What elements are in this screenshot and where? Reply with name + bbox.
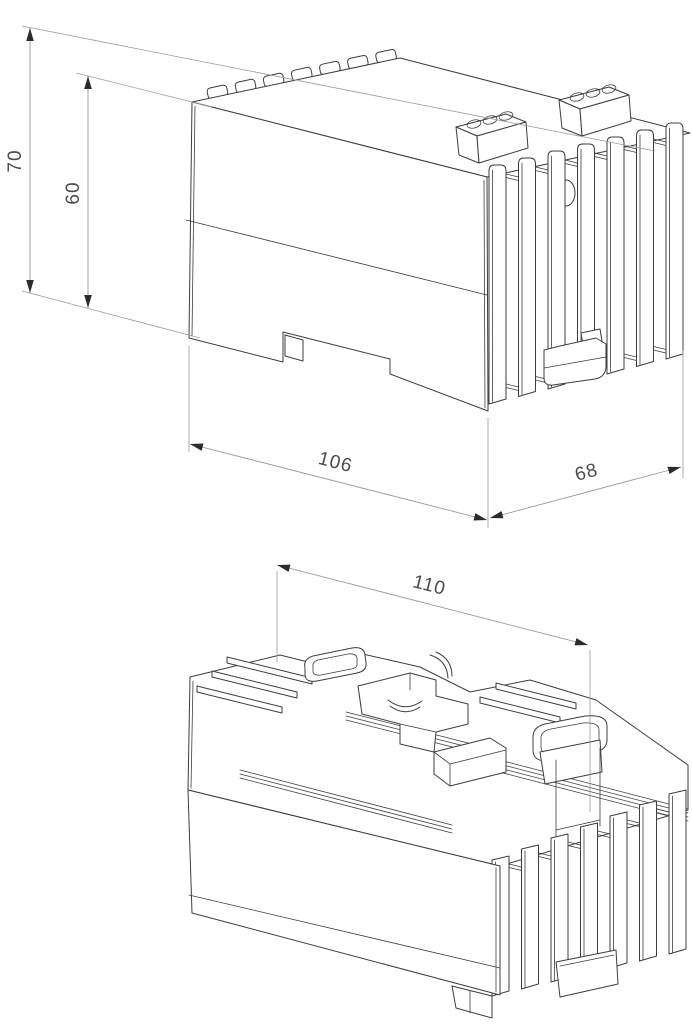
rail-notch-tab bbox=[284, 334, 304, 362]
fin bbox=[668, 789, 687, 955]
fin bbox=[609, 811, 628, 969]
rib bbox=[211, 670, 298, 699]
terminal-block-bottom bbox=[532, 715, 608, 839]
clip-pocket-inner bbox=[312, 653, 358, 676]
dimension-line bbox=[276, 564, 589, 646]
clip-pocket bbox=[304, 647, 367, 682]
clip-pocket-outer bbox=[304, 647, 367, 682]
rib bbox=[495, 682, 577, 710]
terminal-hole bbox=[482, 115, 498, 125]
fin-base-edges bbox=[508, 808, 670, 871]
dimension-label: 110 bbox=[411, 571, 448, 600]
dimension-label: 70 bbox=[5, 149, 26, 172]
fin bbox=[636, 129, 654, 367]
mounting-foot bbox=[555, 949, 619, 998]
front-panel-face bbox=[188, 101, 489, 412]
bottom-ribs-middle bbox=[479, 682, 577, 724]
rib bbox=[196, 685, 283, 714]
din-clip-line bbox=[543, 356, 607, 369]
terminal-body bbox=[539, 739, 603, 785]
fin bbox=[665, 122, 684, 360]
panel-seam bbox=[185, 219, 488, 296]
heatsink-fins-bottom bbox=[491, 789, 687, 998]
terminal-column-lines bbox=[555, 747, 601, 839]
fin bbox=[488, 164, 507, 405]
spring-arm bbox=[387, 699, 423, 713]
terminal-block bbox=[455, 111, 529, 164]
fin bbox=[580, 822, 598, 976]
dimension-label: 106 bbox=[316, 448, 355, 477]
fin bbox=[547, 150, 566, 390]
clip-slider bbox=[357, 672, 469, 753]
dimension-overall-width-bottom: 110 bbox=[276, 564, 591, 812]
dimension-line bbox=[189, 443, 488, 521]
terminal-hole bbox=[569, 92, 585, 102]
bottom-face-edge-line bbox=[190, 680, 194, 789]
dimension-line bbox=[489, 466, 682, 519]
front-panel-face bbox=[187, 789, 501, 996]
fin bbox=[521, 844, 539, 990]
extension-line bbox=[21, 290, 201, 339]
clip-wedge bbox=[433, 737, 507, 787]
terminal-hole bbox=[498, 111, 514, 121]
fin bbox=[518, 157, 536, 397]
terminal-hole bbox=[466, 119, 482, 129]
fin bbox=[639, 800, 657, 962]
spring-arm bbox=[429, 651, 453, 679]
bottom-ribs-left bbox=[196, 656, 313, 714]
terminal-hole bbox=[601, 84, 617, 94]
mounting-foot-line bbox=[559, 954, 615, 967]
heatsink-fins bbox=[488, 122, 684, 405]
fin bbox=[577, 143, 595, 382]
upper-view: 70 60 106 68 bbox=[5, 25, 691, 528]
terminal-side bbox=[579, 94, 632, 137]
terminal-hole bbox=[585, 88, 601, 98]
rib bbox=[226, 656, 313, 685]
fin bbox=[606, 136, 625, 375]
panel-left-edge-line bbox=[191, 105, 196, 337]
din-clip bbox=[543, 328, 607, 386]
dimension-body-height: 60 bbox=[63, 72, 213, 308]
din-clip-body bbox=[543, 337, 607, 386]
panel-right-edge-line bbox=[483, 179, 486, 409]
lower-view: 110 bbox=[187, 564, 689, 1019]
mounting-foot bbox=[451, 985, 493, 1019]
panel-seam bbox=[188, 894, 501, 969]
dimension-overall-height: 70 bbox=[5, 25, 656, 339]
dimension-label: 60 bbox=[63, 181, 84, 204]
extension-line bbox=[21, 25, 656, 152]
clip-slider-lines bbox=[399, 672, 437, 733]
clip-wedge-lines bbox=[433, 749, 507, 787]
din-clip-spring bbox=[357, 651, 507, 787]
terminal-side bbox=[476, 121, 529, 164]
extension-line bbox=[75, 72, 213, 108]
dimension-label: 68 bbox=[573, 460, 601, 486]
terminal-block bbox=[558, 84, 632, 137]
front-panel-bottom-view bbox=[187, 789, 501, 1019]
fin-base-top-edges bbox=[505, 138, 667, 181]
front-panel bbox=[185, 101, 489, 412]
